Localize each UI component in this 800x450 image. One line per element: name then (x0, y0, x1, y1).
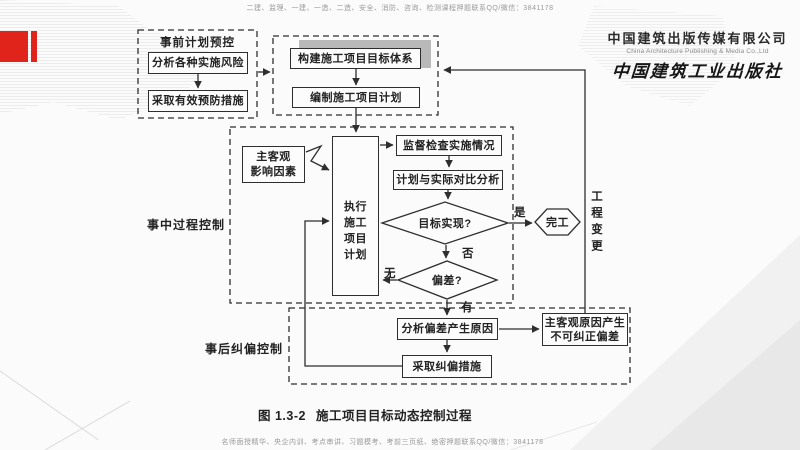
box-supervise-inspect: 监督检查实施情况 (396, 135, 502, 156)
publisher-imprint: 中国建筑工业出版社 (611, 62, 784, 82)
execute-line1: 执行 (344, 201, 367, 213)
deviation-decision-diamond (396, 260, 499, 300)
box-preventive-measures: 采取有效预防措施 (148, 90, 248, 112)
figure-caption: 图 1.3-2 施工项目目标动态控制过程 (258, 405, 472, 424)
box-analyze-deviation-cause: 分析偏差产生原因 (397, 318, 498, 340)
publisher-name-cn: 中国建筑出版传媒有限公司 (607, 31, 788, 46)
box-build-objective-system: 构建施工项目目标体系 (290, 48, 421, 69)
engineering-change-label: 工程变更 (590, 190, 602, 256)
finish-label: 完工 (546, 217, 569, 229)
box-plan-vs-actual: 计划与实际对比分析 (393, 170, 503, 190)
publisher-block: 中国建筑出版传媒有限公司 China Architecture Publishi… (600, 28, 795, 82)
bottom-watermark-text: 名师面授精华、央企内训、考点串讲、习题模考、考前三页纸、绝密押题联系QQ/微信：… (221, 439, 544, 446)
figure-title: 施工项目目标动态控制过程 (315, 409, 472, 423)
box-compile-project-plan: 编制施工项目计划 (292, 87, 420, 108)
box-uncorrectable-deviation: 主客观原因产生 不可纠正偏差 (542, 313, 628, 346)
stage-label-in-process: 事中过程控制 (147, 218, 226, 232)
uncorrectable-line2: 不可纠正偏差 (550, 330, 620, 343)
group-post-control-border (288, 307, 631, 385)
group-pre-control-border (137, 29, 258, 119)
branch-has-label: 有 (461, 302, 473, 314)
group-planning-border (272, 35, 439, 116)
goal-decision-diamond (379, 201, 511, 245)
figure-number: 图 1.3-2 (258, 409, 306, 423)
finish-hexagon (534, 208, 581, 236)
branch-yes-label: 是 (514, 207, 526, 219)
box-corrective-measures: 采取纠偏措施 (402, 355, 492, 378)
branch-no-label: 否 (462, 248, 474, 260)
box-analyze-risks: 分析各种实施风险 (148, 52, 248, 74)
uncorrectable-line1: 主客观原因产生 (544, 316, 626, 329)
execute-line2: 施工 (344, 217, 367, 229)
feedback-loop-line (304, 217, 402, 367)
publisher-name-en: China Architecture Publishing & Media Co… (626, 48, 769, 55)
influencing-factors-line1: 主客观 (256, 150, 291, 163)
logo-red-bar (31, 31, 37, 62)
stage-label-post-control: 事后纠偏控制 (205, 342, 284, 356)
box-influencing-factors: 主客观 影响因素 (242, 146, 305, 183)
group-in-process-border (229, 126, 514, 304)
influencing-factors-line2: 影响因素 (250, 165, 297, 178)
group-title-pre-control: 事前计划预控 (160, 37, 235, 49)
goal-decision-label: 目标实现? (418, 218, 472, 230)
execute-line4: 计划 (344, 249, 367, 261)
execute-line3: 项目 (344, 233, 367, 245)
change-feedback-line (443, 66, 586, 313)
box-execute-project-plan: 执行 施工 项目 计划 (332, 136, 379, 296)
influence-zigzag-arrow (305, 144, 330, 171)
branch-none-label: 无 (384, 268, 396, 280)
top-watermark-text: 二建、监理、一建、一造、二造、安全、消防、咨询、检测课程押题联系QQ/微信：38… (246, 5, 554, 12)
deviation-decision-label: 偏差? (431, 275, 463, 287)
logo-red-block (0, 31, 28, 62)
